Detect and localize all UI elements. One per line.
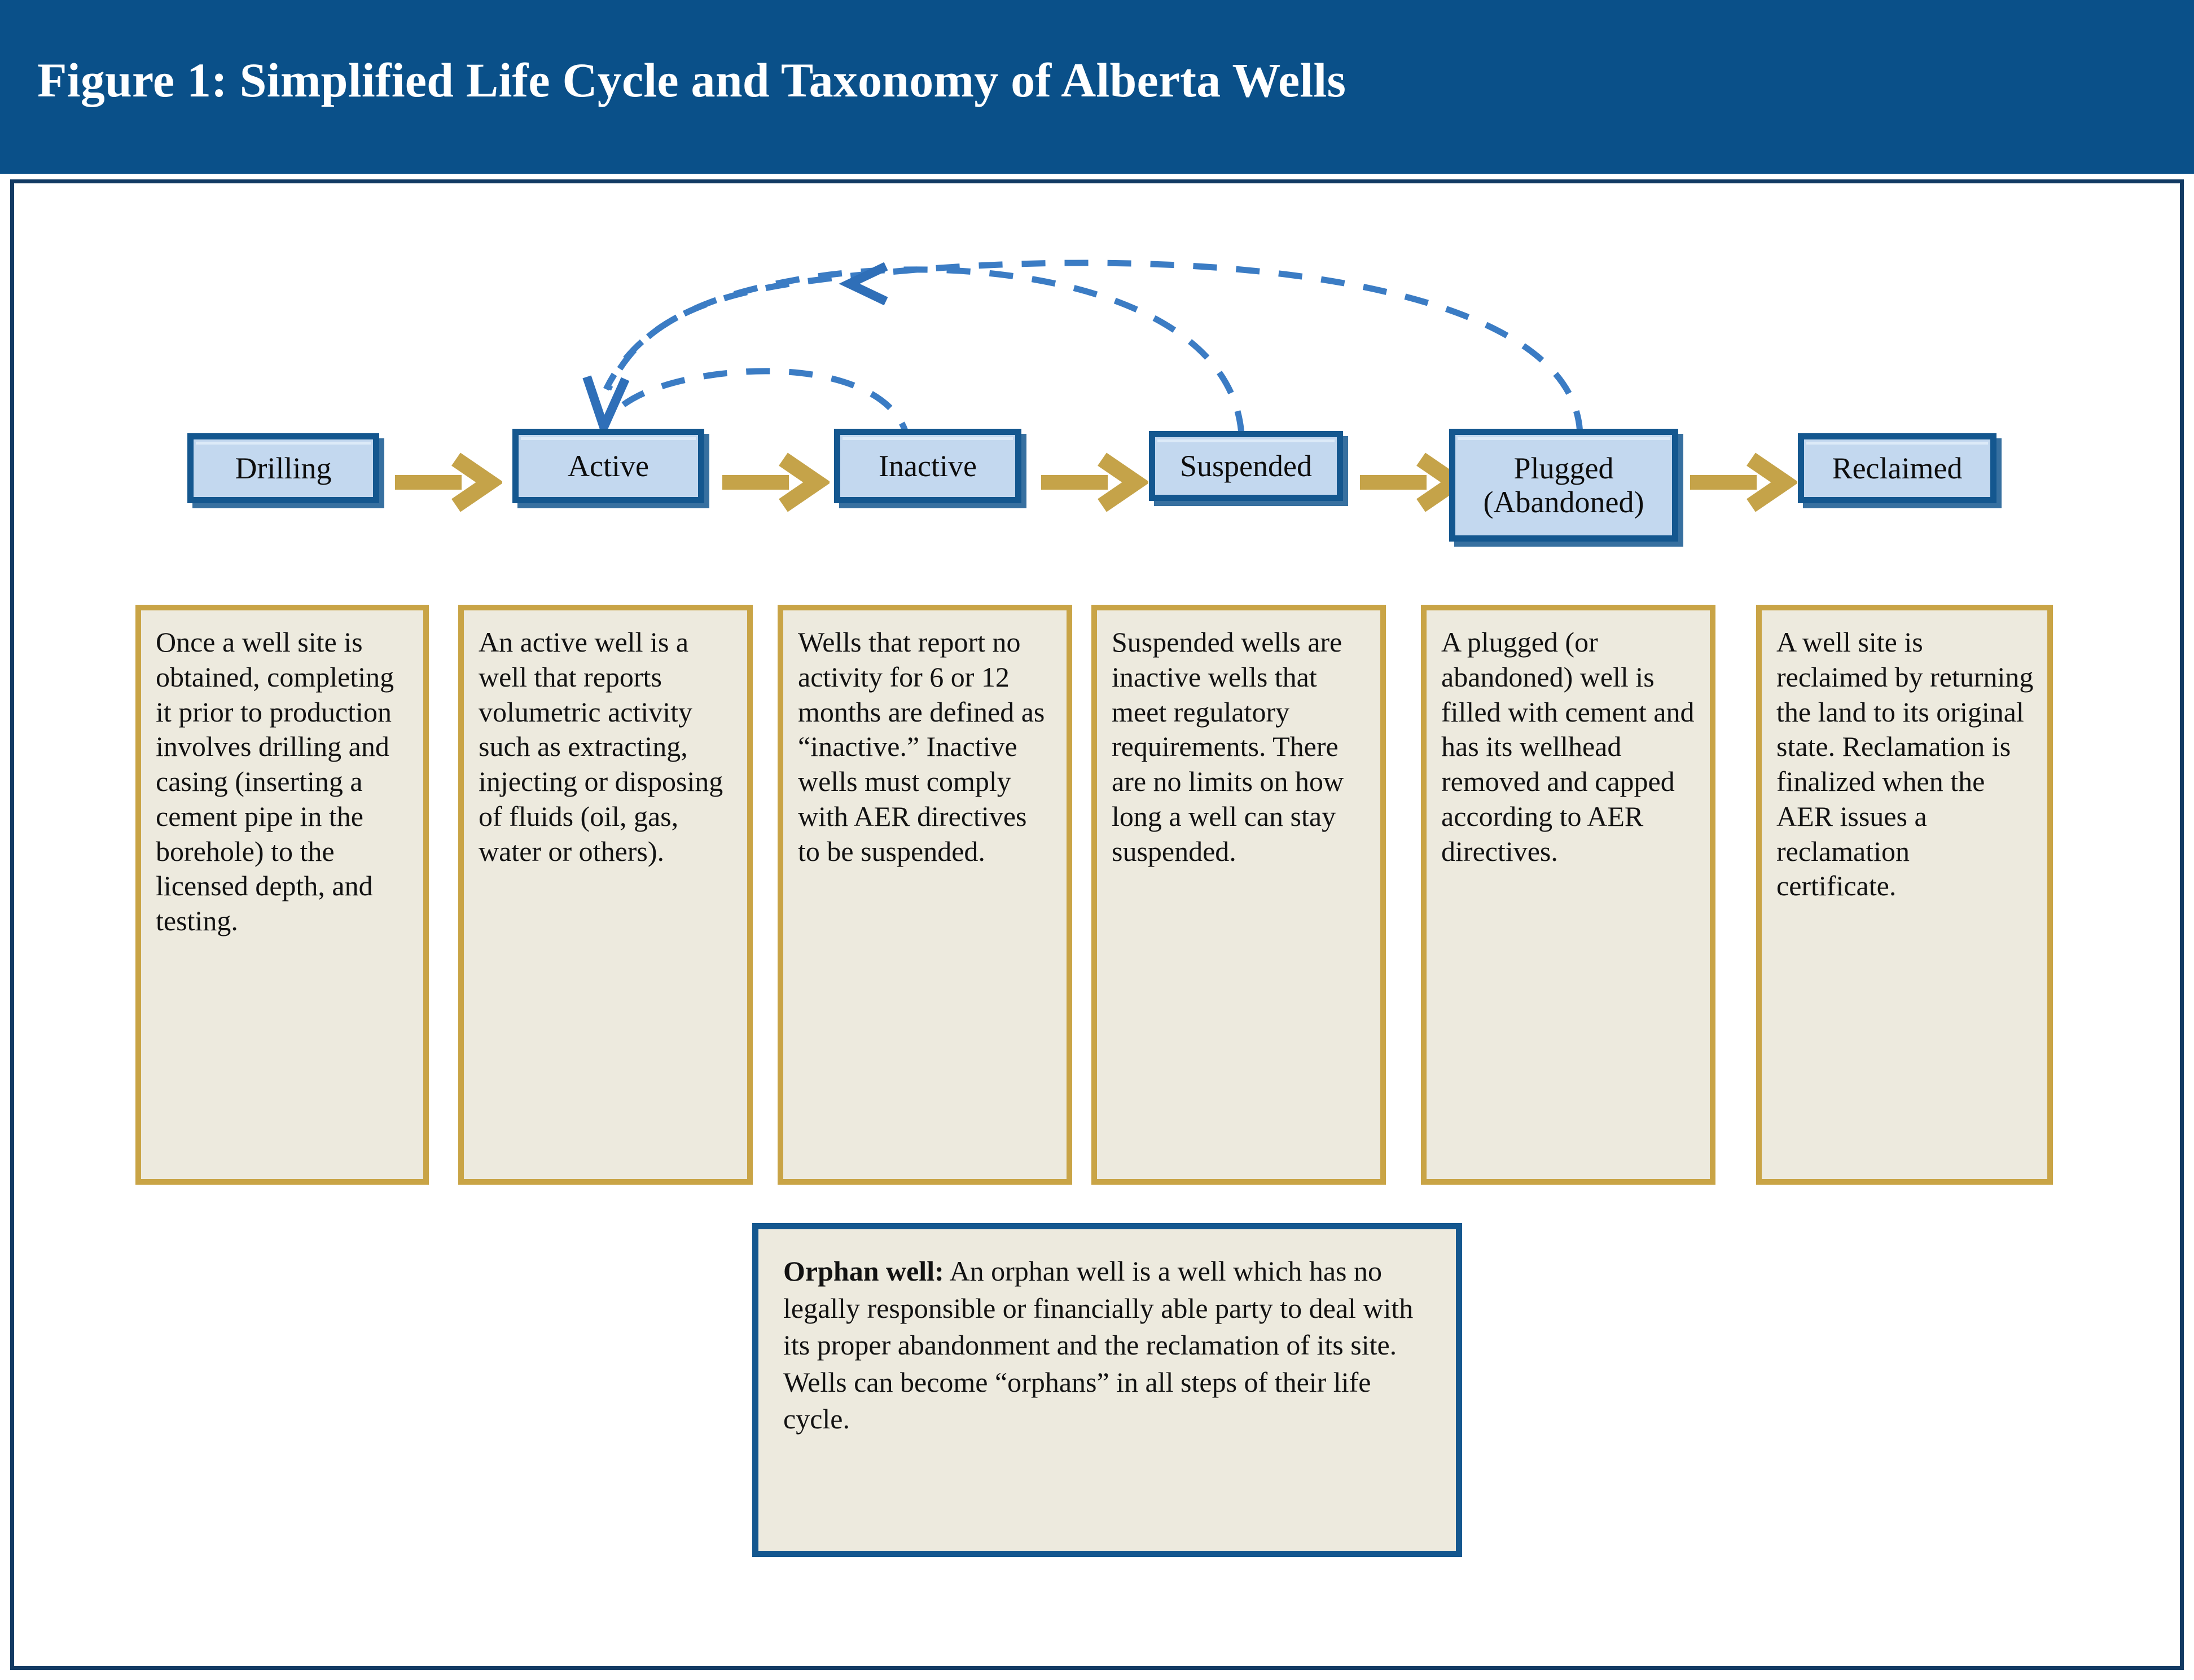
stage-label-suspended: Suspended [1180, 448, 1312, 483]
orphan-well-text: An orphan well is a well which has no le… [783, 1255, 1414, 1435]
description-box-reclaimed: A well site is reclaimed by returning th… [1756, 605, 2053, 1185]
stage-box-highlight [196, 442, 371, 445]
stage-box-highlight [843, 437, 1013, 440]
description-box-plugged: A plugged (or abandoned) well is filled … [1421, 605, 1715, 1185]
stage-box-active[interactable]: Active [512, 429, 704, 503]
stage-label-plugged-line2: (Abandoned) [1483, 485, 1644, 519]
description-box-active: An active well is a well that reports vo… [458, 605, 753, 1185]
stage-box-inactive[interactable]: Inactive [834, 429, 1021, 503]
stage-label-active: Active [568, 448, 649, 483]
description-text-drilling: Once a well site is obtained, completing… [156, 626, 394, 936]
description-box-drilling: Once a well site is obtained, completing… [135, 605, 429, 1185]
stage-label-plugged-line1: Plugged [1513, 451, 1614, 485]
description-box-inactive: Wells that report no activity for 6 or 1… [778, 605, 1072, 1185]
stage-label-drilling: Drilling [235, 451, 332, 485]
stage-box-drilling[interactable]: Drilling [187, 433, 379, 503]
orphan-well-callout: Orphan well: An orphan well is a well wh… [752, 1223, 1462, 1557]
flow-arrow-active-to-inactive [722, 452, 830, 512]
stage-box-highlight [1157, 439, 1335, 442]
stage-label-reclaimed: Reclaimed [1832, 451, 1963, 485]
figure-title: Figure 1: Simplified Life Cycle and Taxo… [37, 53, 1346, 107]
stage-label-inactive: Inactive [879, 448, 977, 483]
description-text-plugged: A plugged (or abandoned) well is filled … [1441, 626, 1695, 867]
description-box-suspended: Suspended wells are inactive wells that … [1091, 605, 1386, 1185]
description-text-inactive: Wells that report no activity for 6 or 1… [798, 626, 1045, 867]
flow-arrow-inactive-to-suspended [1041, 452, 1148, 512]
title-banner: Figure 1: Simplified Life Cycle and Taxo… [0, 0, 2194, 174]
stage-box-plugged[interactable]: Plugged (Abandoned) [1449, 429, 1678, 542]
description-text-suspended: Suspended wells are inactive wells that … [1112, 626, 1344, 867]
stage-box-highlight [1806, 442, 1988, 445]
description-text-reclaimed: A well site is reclaimed by returning th… [1776, 626, 2034, 902]
flow-arrow-plugged-to-reclaimed [1690, 452, 1797, 512]
orphan-well-term: Orphan well: [783, 1255, 944, 1287]
stage-box-reclaimed[interactable]: Reclaimed [1798, 433, 1996, 503]
stage-box-highlight [521, 437, 696, 440]
stage-box-suspended[interactable]: Suspended [1149, 431, 1343, 501]
description-text-active: An active well is a well that reports vo… [479, 626, 723, 867]
flow-arrow-drilling-to-active [395, 452, 502, 512]
stage-box-highlight [1458, 437, 1670, 440]
